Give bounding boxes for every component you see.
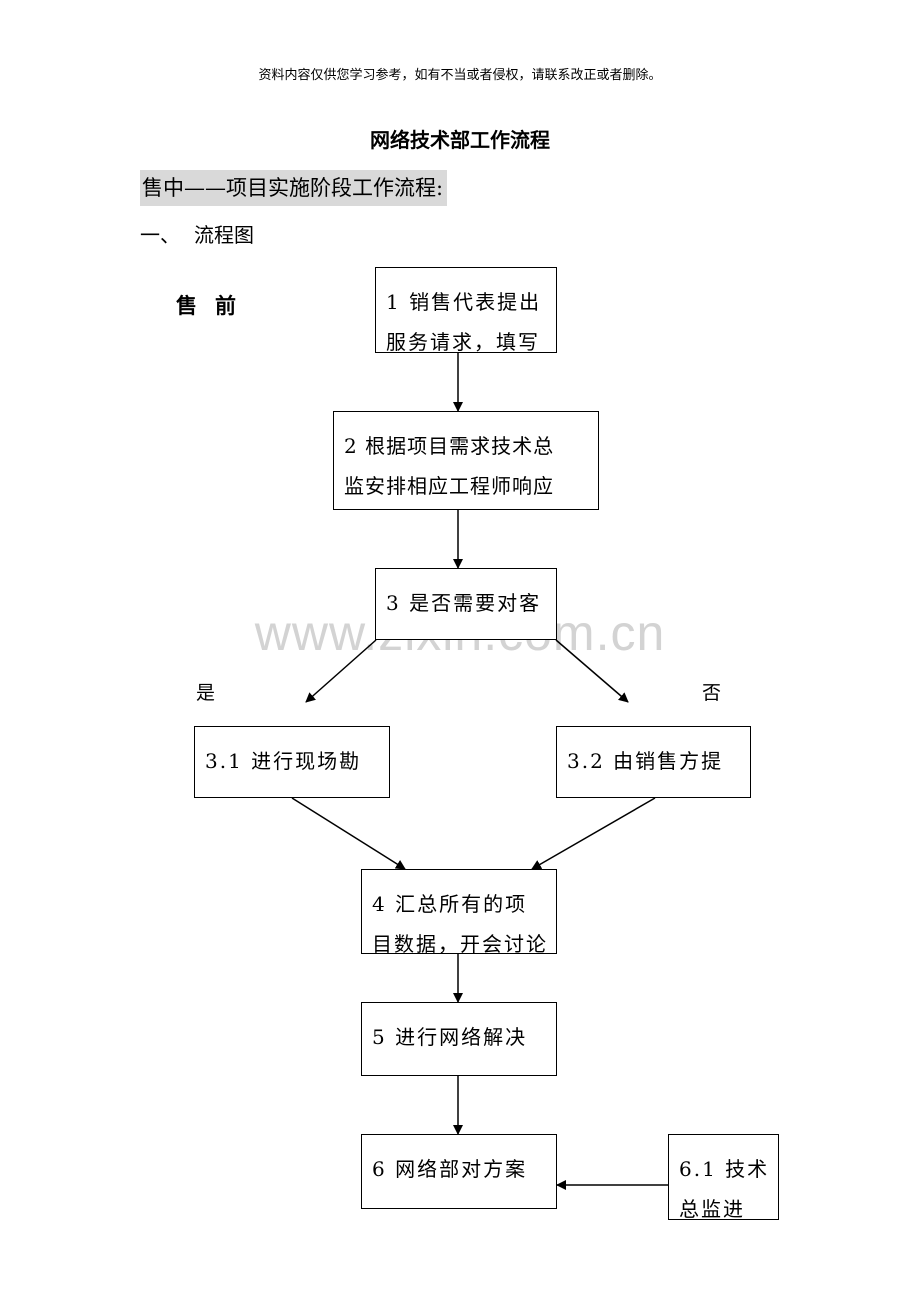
item-heading: 一、流程图 <box>140 219 254 248</box>
step-5-box: 5 进行网络解决 <box>361 1002 557 1076</box>
step-2-line-1: 2 根据项目需求技术总 <box>344 434 555 458</box>
arrow-3-to-32 <box>555 639 629 703</box>
branch-label-no: 否 <box>702 682 722 704</box>
document-title: 网络技术部工作流程 <box>370 128 550 152</box>
item-text: 流程图 <box>194 223 254 247</box>
step-4-line-1: 4 汇总所有的项 <box>372 892 528 916</box>
phase-label: 售前 <box>176 293 254 318</box>
section-heading: 售中——项目实施阶段工作流程: <box>140 170 448 206</box>
step-4-box: 4 汇总所有的项 目数据，开会讨论 <box>361 869 557 954</box>
step-1-box: 1 销售代表提出 服务请求，填写 <box>375 267 557 353</box>
step-3-1-line-1: 3.1 进行现场勘 <box>205 749 362 773</box>
step-6-line-1: 6 网络部对方案 <box>372 1157 528 1181</box>
step-6-1-box: 6.1 技术 总监进 <box>668 1134 779 1220</box>
step-3-1-box: 3.1 进行现场勘 <box>194 726 390 798</box>
step-1-line-1: 1 销售代表提出 <box>386 290 542 314</box>
step-6-1-line-1: 6.1 技术 <box>679 1157 770 1181</box>
step-1-line-2: 服务请求，填写 <box>386 330 540 353</box>
arrow-31-to-4 <box>291 797 406 870</box>
branch-label-yes: 是 <box>196 682 216 704</box>
arrow-32-to-4 <box>531 797 656 870</box>
step-3-box: 3 是否需要对客 <box>375 568 557 640</box>
item-number: 一、 <box>140 223 180 247</box>
step-3-line-1: 3 是否需要对客 <box>386 591 542 615</box>
step-6-1-line-2: 总监进 <box>679 1197 745 1220</box>
step-2-line-2: 监安排相应工程师响应 <box>344 474 554 498</box>
step-3-2-line-1: 3.2 由销售方提 <box>567 749 724 773</box>
arrow-3-to-31 <box>305 639 377 703</box>
step-3-2-box: 3.2 由销售方提 <box>556 726 751 798</box>
copyright-notice: 资料内容仅供您学习参考，如有不当或者侵权，请联系改正或者删除。 <box>258 68 662 83</box>
step-5-line-1: 5 进行网络解决 <box>372 1025 528 1049</box>
step-6-box: 6 网络部对方案 <box>361 1134 557 1209</box>
step-2-box: 2 根据项目需求技术总 监安排相应工程师响应 <box>333 411 599 510</box>
step-4-line-2: 目数据，开会讨论 <box>372 932 548 954</box>
